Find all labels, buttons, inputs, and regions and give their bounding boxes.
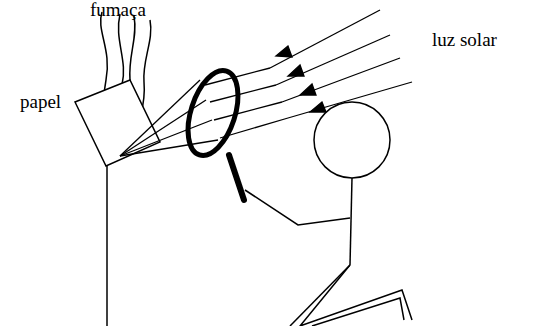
- lens: [178, 64, 247, 161]
- text-label: papel: [20, 92, 61, 111]
- lens-handle: [229, 155, 244, 200]
- stand: [106, 166, 108, 326]
- paper: [75, 80, 160, 166]
- focused-rays: [120, 80, 218, 156]
- text-label: luz solar: [432, 30, 497, 49]
- text-label: fumaça: [90, 0, 146, 19]
- person: [245, 102, 412, 326]
